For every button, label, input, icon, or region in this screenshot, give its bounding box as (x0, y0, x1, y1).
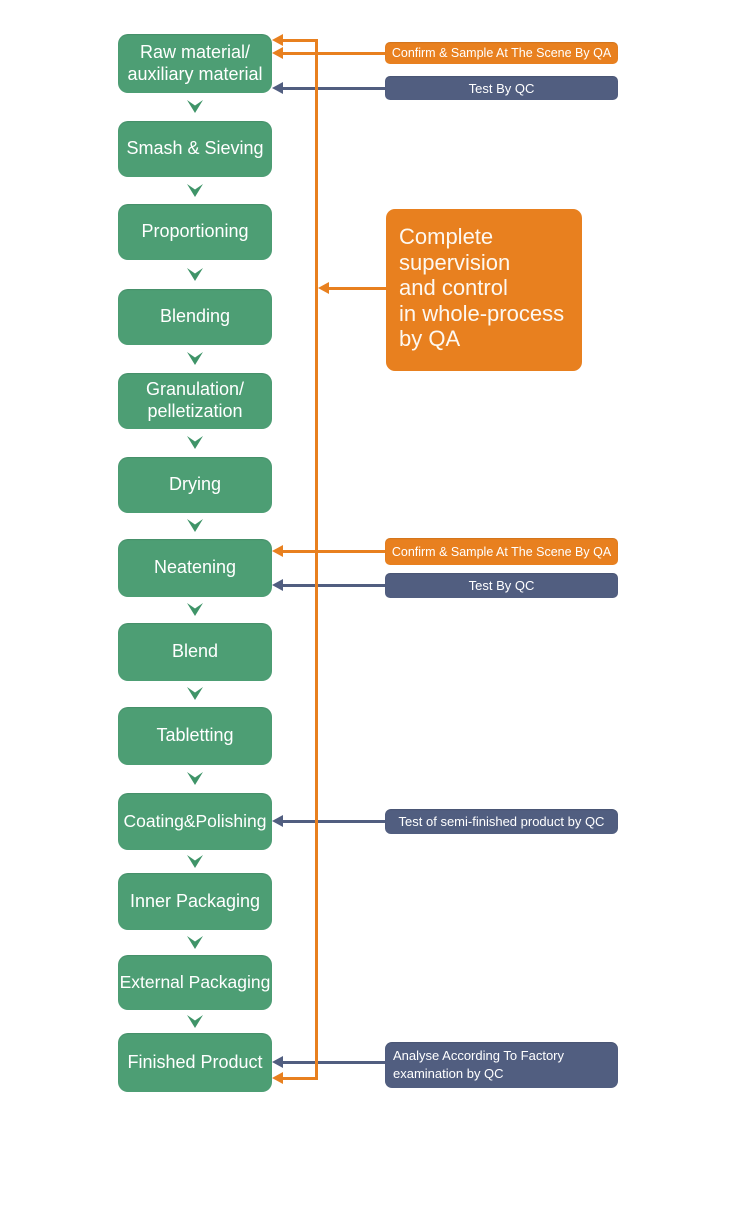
qa-line-bottom-bend (283, 1077, 318, 1080)
flow-step-granulation: Granulation/ pelletization (118, 373, 272, 429)
flow-arrow-down-icon (187, 352, 203, 365)
flow-step-finished-product: Finished Product (118, 1033, 272, 1092)
flow-arrow-down-icon (187, 772, 203, 785)
arrowhead-qa-confirm-2-icon (272, 545, 283, 557)
flow-step-blend: Blend (118, 623, 272, 681)
flow-step-blending: Blending (118, 289, 272, 345)
arrowhead-qa-top-icon (272, 34, 283, 46)
flow-arrow-down-icon (187, 268, 203, 281)
qa-confirm-sample-tag-2: Confirm & Sample At The Scene By QA (385, 538, 618, 565)
flow-step-raw-material: Raw material/ auxiliary material (118, 34, 272, 93)
flow-arrow-down-icon (187, 687, 203, 700)
flow-arrow-down-icon (187, 855, 203, 868)
arrowhead-qc-test-1-icon (272, 82, 283, 94)
flow-arrow-down-icon (187, 936, 203, 949)
qc-semi-finished-tag: Test of semi-finished product by QC (385, 809, 618, 834)
qc-final-analysis-tag: Analyse According To Factory examination… (385, 1042, 618, 1088)
arrowhead-qc-test-2-icon (272, 579, 283, 591)
arrowhead-qc-semi-icon (272, 815, 283, 827)
qc-final-line (283, 1061, 385, 1064)
qc-test-tag-2: Test By QC (385, 573, 618, 598)
flow-step-drying: Drying (118, 457, 272, 513)
qa-supervision-box: Complete supervision and control in whol… (386, 209, 582, 371)
qa-supervision-line (315, 39, 318, 1080)
qc-test-tag-1: Test By QC (385, 76, 618, 100)
flow-step-external-packaging: External Packaging (118, 955, 272, 1010)
arrowhead-qc-final-icon (272, 1056, 283, 1068)
flow-step-coating-polishing: Coating&Polishing (118, 793, 272, 850)
flow-arrow-down-icon (187, 436, 203, 449)
flow-arrow-down-icon (187, 100, 203, 113)
qa-confirm-line-2 (283, 550, 385, 553)
flow-step-smash-sieving: Smash & Sieving (118, 121, 272, 177)
flow-step-proportioning: Proportioning (118, 204, 272, 260)
flow-step-neatening: Neatening (118, 539, 272, 597)
qa-confirm-sample-tag-1: Confirm & Sample At The Scene By QA (385, 42, 618, 64)
qc-test-line-2 (283, 584, 385, 587)
flow-step-inner-packaging: Inner Packaging (118, 873, 272, 930)
flow-step-tabletting: Tabletting (118, 707, 272, 765)
qc-test-line-1 (283, 87, 385, 90)
arrowhead-qa-confirm-1-icon (272, 47, 283, 59)
flow-arrow-down-icon (187, 1015, 203, 1028)
qa-supervision-connector-line (329, 287, 386, 290)
qc-semi-line (283, 820, 385, 823)
arrowhead-qa-supervision-icon (318, 282, 329, 294)
qa-confirm-line-1 (283, 52, 385, 55)
flow-arrow-down-icon (187, 184, 203, 197)
qa-line-top-bend (283, 39, 318, 42)
flow-arrow-down-icon (187, 603, 203, 616)
arrowhead-qa-bottom-icon (272, 1072, 283, 1084)
flow-arrow-down-icon (187, 519, 203, 532)
